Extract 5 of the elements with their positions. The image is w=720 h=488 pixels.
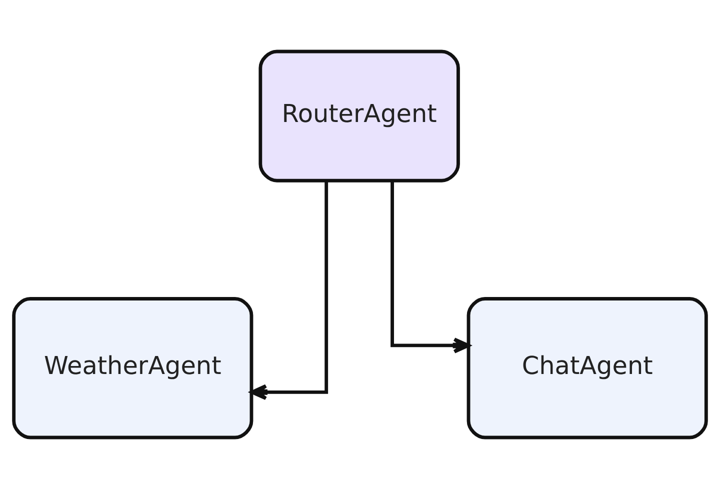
arrow — [390, 180, 470, 353]
node-box: ChatAgent — [466, 296, 708, 439]
node-box: RouterAgent — [258, 49, 460, 182]
node-box: WeatherAgent — [12, 296, 254, 439]
arrow — [250, 180, 328, 400]
